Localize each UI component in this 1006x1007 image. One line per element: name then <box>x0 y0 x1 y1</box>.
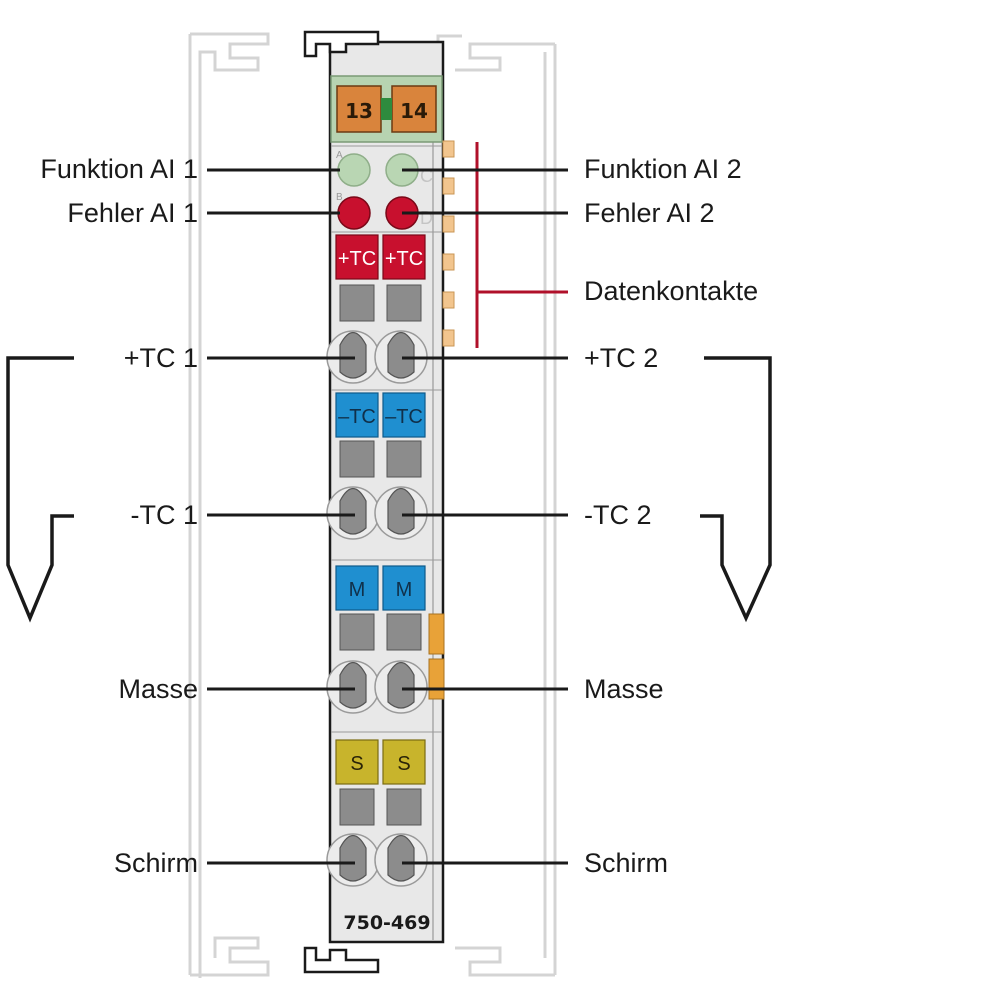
leader-lines <box>207 168 568 865</box>
label-datenkontakte: Datenkontakte <box>584 276 758 306</box>
label-fehler-ai1: Fehler AI 1 <box>67 198 198 228</box>
clamp-masse-2[interactable] <box>387 661 415 709</box>
clamp-minus-tc-2[interactable] <box>387 487 415 535</box>
block-minus-tc: –TC –TC <box>335 392 426 478</box>
label-plus-tc-2: +TC 2 <box>584 343 658 373</box>
label-funktion-ai1: Funktion AI 1 <box>40 154 198 184</box>
led-mark-d: D <box>420 208 433 228</box>
connector-13 <box>336 85 382 133</box>
clamps-masse <box>326 660 442 733</box>
block-plus-tc: +TC +TC <box>331 231 442 322</box>
release-plus-tc-2[interactable] <box>386 284 422 322</box>
label-minus-tc-1: -TC 1 <box>131 500 199 530</box>
bottom-clip <box>303 946 380 974</box>
release-minus-tc-1[interactable] <box>339 440 375 478</box>
datenkontakte-bracket <box>475 142 568 348</box>
connector-13-label: 13 <box>345 99 373 123</box>
tag-schirm-2: S <box>397 753 410 775</box>
led-mark-a: A <box>336 150 343 161</box>
clamp-plus-tc-1[interactable] <box>339 331 367 379</box>
release-plus-tc-1[interactable] <box>339 284 375 322</box>
release-minus-tc-2[interactable] <box>386 440 422 478</box>
tag-schirm-1: S <box>350 753 363 775</box>
connector-14-label: 14 <box>400 99 428 123</box>
connector-bridge <box>381 98 392 120</box>
release-masse-1[interactable] <box>339 613 375 651</box>
clamps-plus-tc <box>326 330 442 391</box>
labels-left: Funktion AI 1 Fehler AI 1 +TC 1 -TC 1 Ma… <box>40 154 198 878</box>
clamps-minus-tc <box>326 486 442 561</box>
tag-minus-tc-1: –TC <box>338 406 376 428</box>
label-fehler-ai2: Fehler AI 2 <box>584 198 715 228</box>
connector-14 <box>391 85 437 133</box>
thermocouple-symbol-left <box>6 356 74 623</box>
release-schirm-1[interactable] <box>339 788 375 826</box>
block-masse: M M <box>335 565 426 651</box>
led-error-ai1 <box>337 196 371 230</box>
label-funktion-ai2: Funktion AI 2 <box>584 154 742 184</box>
part-number: 750-469 <box>343 912 430 934</box>
tag-plus-tc-2: +TC <box>385 248 423 270</box>
clamp-schirm-2[interactable] <box>387 834 415 882</box>
label-masse-right: Masse <box>584 674 664 704</box>
led-mark-b: B <box>336 192 343 203</box>
led-function-ai1 <box>337 153 371 187</box>
thermocouple-symbol-right <box>700 356 772 623</box>
labels-right: Funktion AI 2 Fehler AI 2 Datenkontakte … <box>584 154 758 878</box>
tag-plus-tc-1: +TC <box>338 248 376 270</box>
clamp-plus-tc-2[interactable] <box>387 331 415 379</box>
label-schirm-left: Schirm <box>114 848 198 878</box>
clamp-minus-tc-1[interactable] <box>339 487 367 535</box>
top-connector-panel: 13 14 <box>330 75 443 143</box>
clamp-masse-1[interactable] <box>339 661 367 709</box>
top-clip <box>303 30 380 58</box>
label-plus-tc-1: +TC 1 <box>124 343 198 373</box>
clamps-schirm <box>326 833 428 887</box>
clamp-schirm-1[interactable] <box>339 834 367 882</box>
data-contacts <box>442 140 455 347</box>
rail-ghost <box>188 32 557 978</box>
block-schirm: S S <box>335 739 426 826</box>
tag-minus-tc-2: –TC <box>385 406 423 428</box>
tag-masse-2: M <box>396 579 413 601</box>
release-schirm-2[interactable] <box>386 788 422 826</box>
label-schirm-right: Schirm <box>584 848 668 878</box>
label-masse-left: Masse <box>118 674 198 704</box>
release-masse-2[interactable] <box>386 613 422 651</box>
tag-masse-1: M <box>349 579 366 601</box>
label-minus-tc-2: -TC 2 <box>584 500 652 530</box>
